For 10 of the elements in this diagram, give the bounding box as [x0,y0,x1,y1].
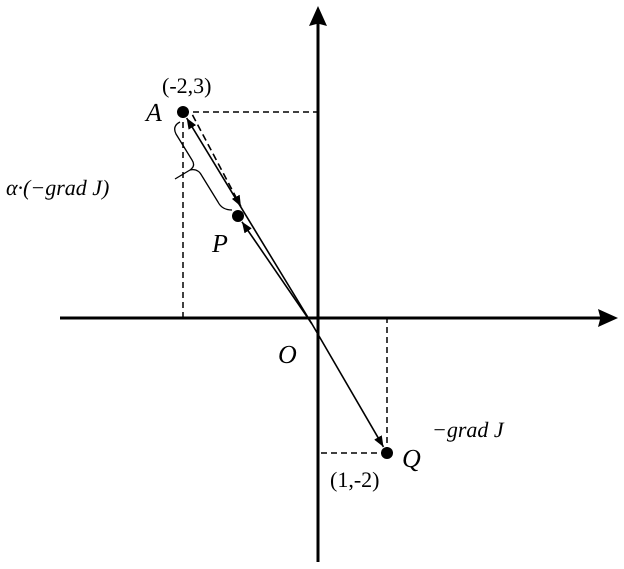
point-label: O [278,342,297,368]
vector-arrow [241,221,313,324]
vector-arrow [192,114,242,207]
vector-arrow [311,324,384,448]
point-label: Q [402,446,421,472]
point-label: P [212,231,228,257]
coordinate-label: (-2,3) [162,74,212,98]
point-label: A [146,100,162,126]
coordinate-label: (1,-2) [330,468,380,492]
vector-arrow [186,118,313,324]
